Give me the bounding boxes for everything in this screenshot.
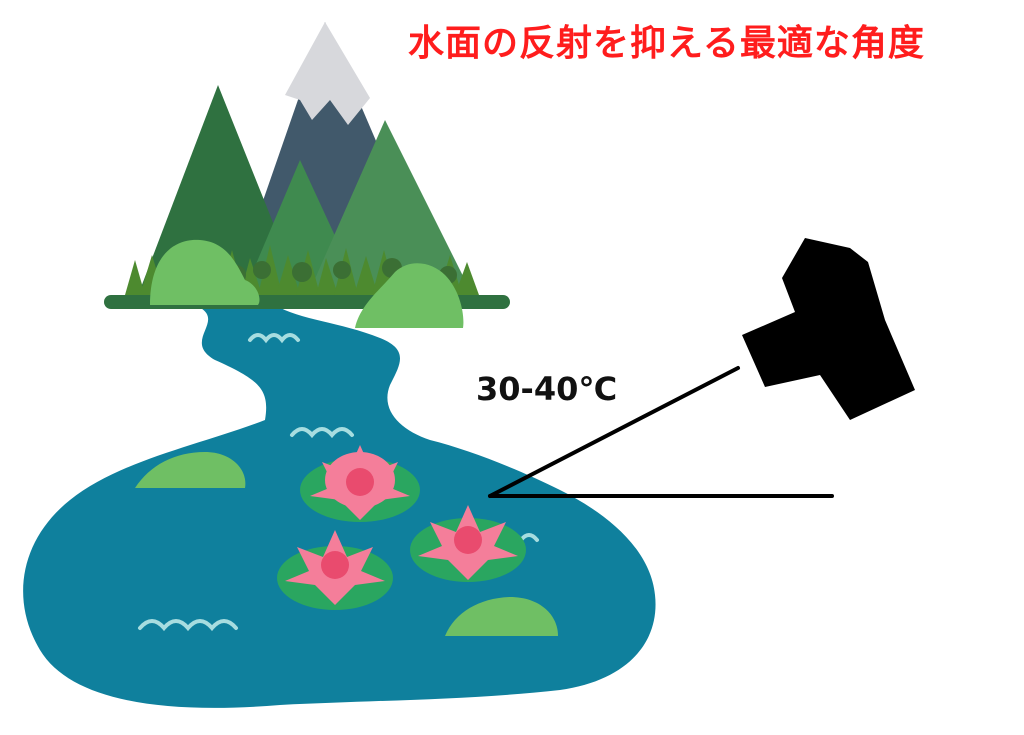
lily-top: [300, 445, 420, 522]
diagram-title: 水面の反射を抑える最適な角度: [408, 23, 925, 64]
camera-icon: [742, 238, 915, 420]
angle-indicator: [488, 366, 834, 498]
angle-label: 30-40℃: [476, 370, 618, 408]
lily-right: [410, 505, 526, 582]
mountain-range: [140, 22, 470, 290]
lily-bottom: [277, 530, 393, 610]
rock-right: [445, 597, 558, 636]
bush-left: [150, 239, 260, 305]
rock-left: [135, 452, 246, 488]
bush-right: [355, 263, 464, 328]
